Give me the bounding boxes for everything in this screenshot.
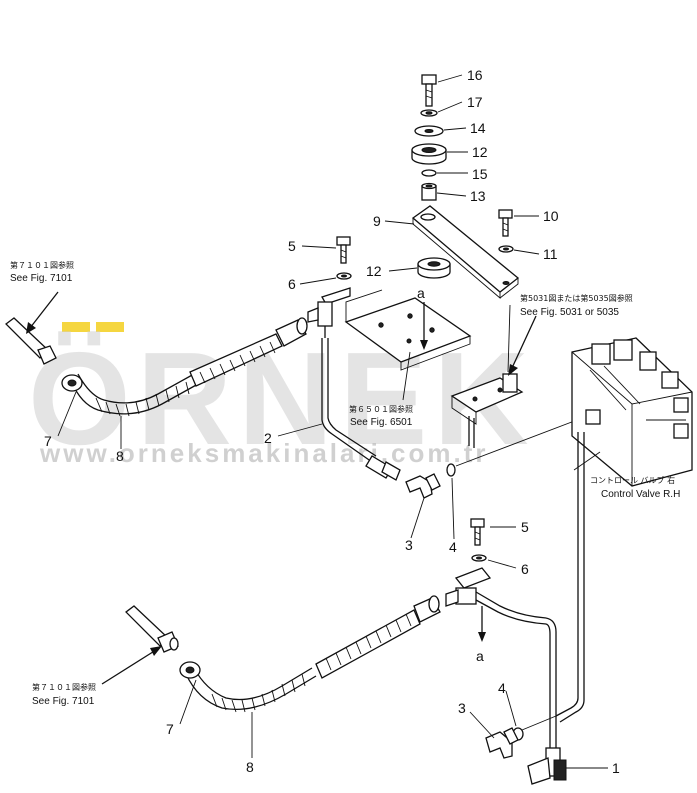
ref-7101-bottom-en: See Fig. 7101: [32, 696, 95, 707]
watermark-brand: ÖRNEK: [28, 325, 535, 472]
reference-arrows: [26, 291, 537, 685]
ref-6501-en: See Fig. 6501: [350, 417, 413, 428]
label-12-top: 12: [472, 144, 488, 160]
hose-end-lower-left: [125, 605, 179, 653]
elbow-3-upper: [405, 473, 441, 499]
ref-7101-top-en: See Fig. 7101: [10, 273, 73, 284]
bracket-5031: [450, 373, 524, 448]
pipe-lower-to-fitting-1: [545, 617, 557, 748]
label-17: 17: [467, 94, 483, 110]
washer-6-lower: [471, 554, 487, 562]
label-1: 1: [612, 760, 620, 776]
o-ring-15: [421, 169, 437, 177]
pipe-to-fitting-1: [555, 432, 585, 723]
hose-8-upper: [69, 317, 308, 417]
label-12-lower: 12: [366, 263, 382, 279]
label-4-upper: 4: [449, 539, 457, 555]
ref-6501-jp: 第６５０１図参照: [349, 404, 413, 414]
label-2: 2: [264, 430, 272, 446]
ref-7101-top-jp: 第７１０１図参照: [10, 260, 74, 270]
upper-fitting: [307, 287, 351, 338]
watermark-accent-left: [62, 322, 90, 332]
bushing-12-top: [411, 143, 447, 165]
label-10: 10: [543, 208, 559, 224]
label-6-lower: 6: [521, 561, 529, 577]
label-13: 13: [470, 188, 486, 204]
label-11: 11: [543, 246, 558, 262]
ref-7101-bottom-jp: 第７１０１図参照: [32, 682, 96, 692]
label-4-lower: 4: [498, 680, 506, 696]
watermark: ÖRNEK www.orneksmakinalari.com.tr: [28, 322, 535, 472]
label-6-upper: 6: [288, 276, 296, 292]
control-valve: [571, 337, 693, 487]
ref-5031-en: See Fig. 5031 or 5035: [520, 307, 619, 318]
stay-9: [411, 205, 520, 299]
label-15: 15: [472, 166, 488, 182]
tube-2: [321, 338, 401, 481]
arrow-a-upper: [420, 302, 428, 350]
washer-17: [420, 109, 438, 117]
label-14: 14: [470, 120, 486, 136]
leader-lines: [57, 74, 608, 769]
label-a-lower: a: [476, 648, 484, 664]
bushing-12-lower: [417, 257, 451, 279]
washer-6-upper: [336, 272, 352, 280]
label-7-lower: 7: [166, 721, 174, 737]
label-5-lower: 5: [521, 519, 529, 535]
bolt-5-upper: [336, 236, 351, 264]
label-3-lower: 3: [458, 700, 466, 716]
collar-13: [421, 182, 437, 201]
label-a-upper: a: [417, 285, 425, 301]
bolt-5-lower: [470, 518, 485, 546]
watermark-accent-right: [96, 322, 124, 332]
bolt-10: [498, 209, 513, 237]
ref-5031-jp: 第5031図または第5035図参照: [520, 293, 633, 303]
fitting-1: [527, 747, 567, 785]
watermark-url: www.orneksmakinalari.com.tr: [39, 438, 489, 468]
washer-14: [414, 125, 444, 137]
o-ring-4-upper: [446, 463, 456, 477]
hose-end-upper-left: [5, 317, 57, 365]
ref-control-valve-jp: コントロール バルブ 右: [590, 475, 675, 485]
ref-control-valve-en: Control Valve R.H: [601, 489, 680, 500]
label-3-upper: 3: [405, 537, 413, 553]
hose-8-lower: [185, 595, 441, 713]
label-5-upper: 5: [288, 238, 296, 254]
adapter-7-lower: [179, 661, 201, 679]
leader-lower: [521, 715, 557, 731]
label-9: 9: [373, 213, 381, 229]
lower-fitting: [445, 567, 547, 625]
arrow-a-lower: [478, 606, 486, 642]
label-7-upper: 7: [44, 433, 52, 449]
elbow-3-lower: [485, 727, 519, 759]
bracket-plate: [344, 289, 472, 371]
label-16: 16: [467, 67, 483, 83]
label-8-upper: 8: [116, 448, 124, 464]
washer-11: [498, 245, 514, 253]
bolt-16: [421, 74, 437, 107]
adapter-7-upper: [61, 374, 83, 392]
label-8-lower: 8: [246, 759, 254, 775]
